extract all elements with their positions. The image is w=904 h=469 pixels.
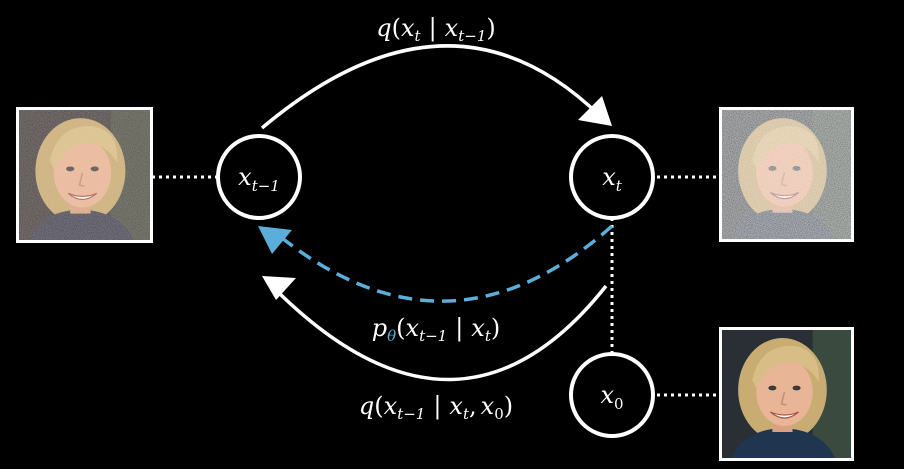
node-origin-symbol: x (600, 381, 614, 409)
node-prev-symbol: x (238, 163, 252, 191)
node-x-t: xt (569, 134, 655, 220)
node-current-subscript: t (616, 177, 623, 195)
reverse-model-arc (280, 224, 614, 303)
posterior-label: q(xt−1|xt,x0) (359, 392, 513, 423)
node-x-0: x0 (569, 352, 655, 438)
image-x-t (719, 107, 854, 242)
reverse-model-arrowhead (258, 226, 292, 254)
node-x-t-minus-1: xt−1 (216, 134, 302, 220)
image-x-t-minus-1 (16, 107, 153, 243)
reverse-model-label: pθ(xt−1|xt) (372, 314, 501, 345)
svg-text:xt: xt (602, 163, 623, 195)
forward-arc (260, 44, 602, 130)
image-x-0 (719, 327, 854, 461)
posterior-arrowhead (262, 276, 296, 300)
svg-text:xt−1: xt−1 (238, 163, 280, 195)
svg-text:x0: x0 (600, 381, 623, 413)
posterior-arc (276, 284, 608, 382)
node-prev-subscript: t−1 (252, 177, 280, 195)
node-current-symbol: x (602, 163, 616, 191)
node-origin-subscript: 0 (614, 395, 624, 413)
forward-label: q(xt|xt−1) (376, 14, 495, 45)
forward-arrowhead (578, 96, 612, 126)
